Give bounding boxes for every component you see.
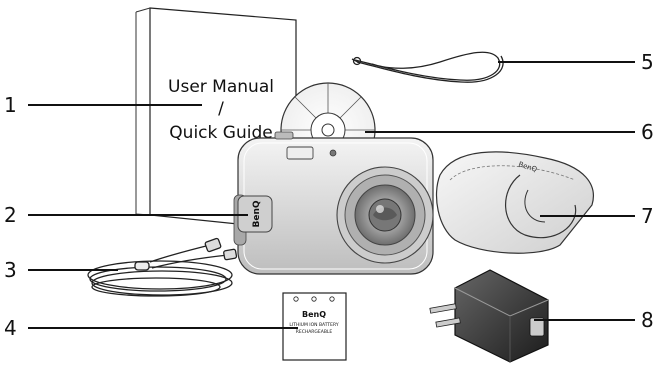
callout-7: 7: [641, 204, 654, 228]
usb-plug-mini: [223, 249, 236, 260]
shutter-button: [275, 132, 293, 139]
wrist-strap: [352, 52, 503, 82]
camera-brand-logo: BenQ: [252, 200, 262, 227]
battery: BenQ LITHIUM ION BATTERY RECHARGEABLE: [283, 293, 346, 360]
callout-3: 3: [4, 258, 17, 282]
callout-5: 5: [641, 50, 654, 74]
manual-title-line1: User Manual: [168, 77, 274, 97]
battery-label-line2: RECHARGEABLE: [296, 329, 333, 335]
ferrite-core: [135, 262, 149, 270]
callout-6: 6: [641, 120, 654, 144]
manual-spine: [136, 12, 150, 215]
callout-4: 4: [4, 316, 17, 340]
camera-flash: [287, 147, 313, 159]
callout-2: 2: [4, 203, 17, 227]
usb-cable: [88, 238, 237, 296]
callout-1: 1: [4, 93, 17, 117]
pouch: BenQ: [436, 152, 593, 253]
usb-plug-a: [205, 238, 222, 252]
battery-brand: BenQ: [302, 310, 326, 319]
power-adapter: [430, 270, 548, 362]
callout-8: 8: [641, 308, 654, 332]
plug-prong-top: [430, 304, 456, 313]
camera: BenQ: [234, 132, 433, 274]
manual-title-line2: /: [218, 99, 224, 119]
